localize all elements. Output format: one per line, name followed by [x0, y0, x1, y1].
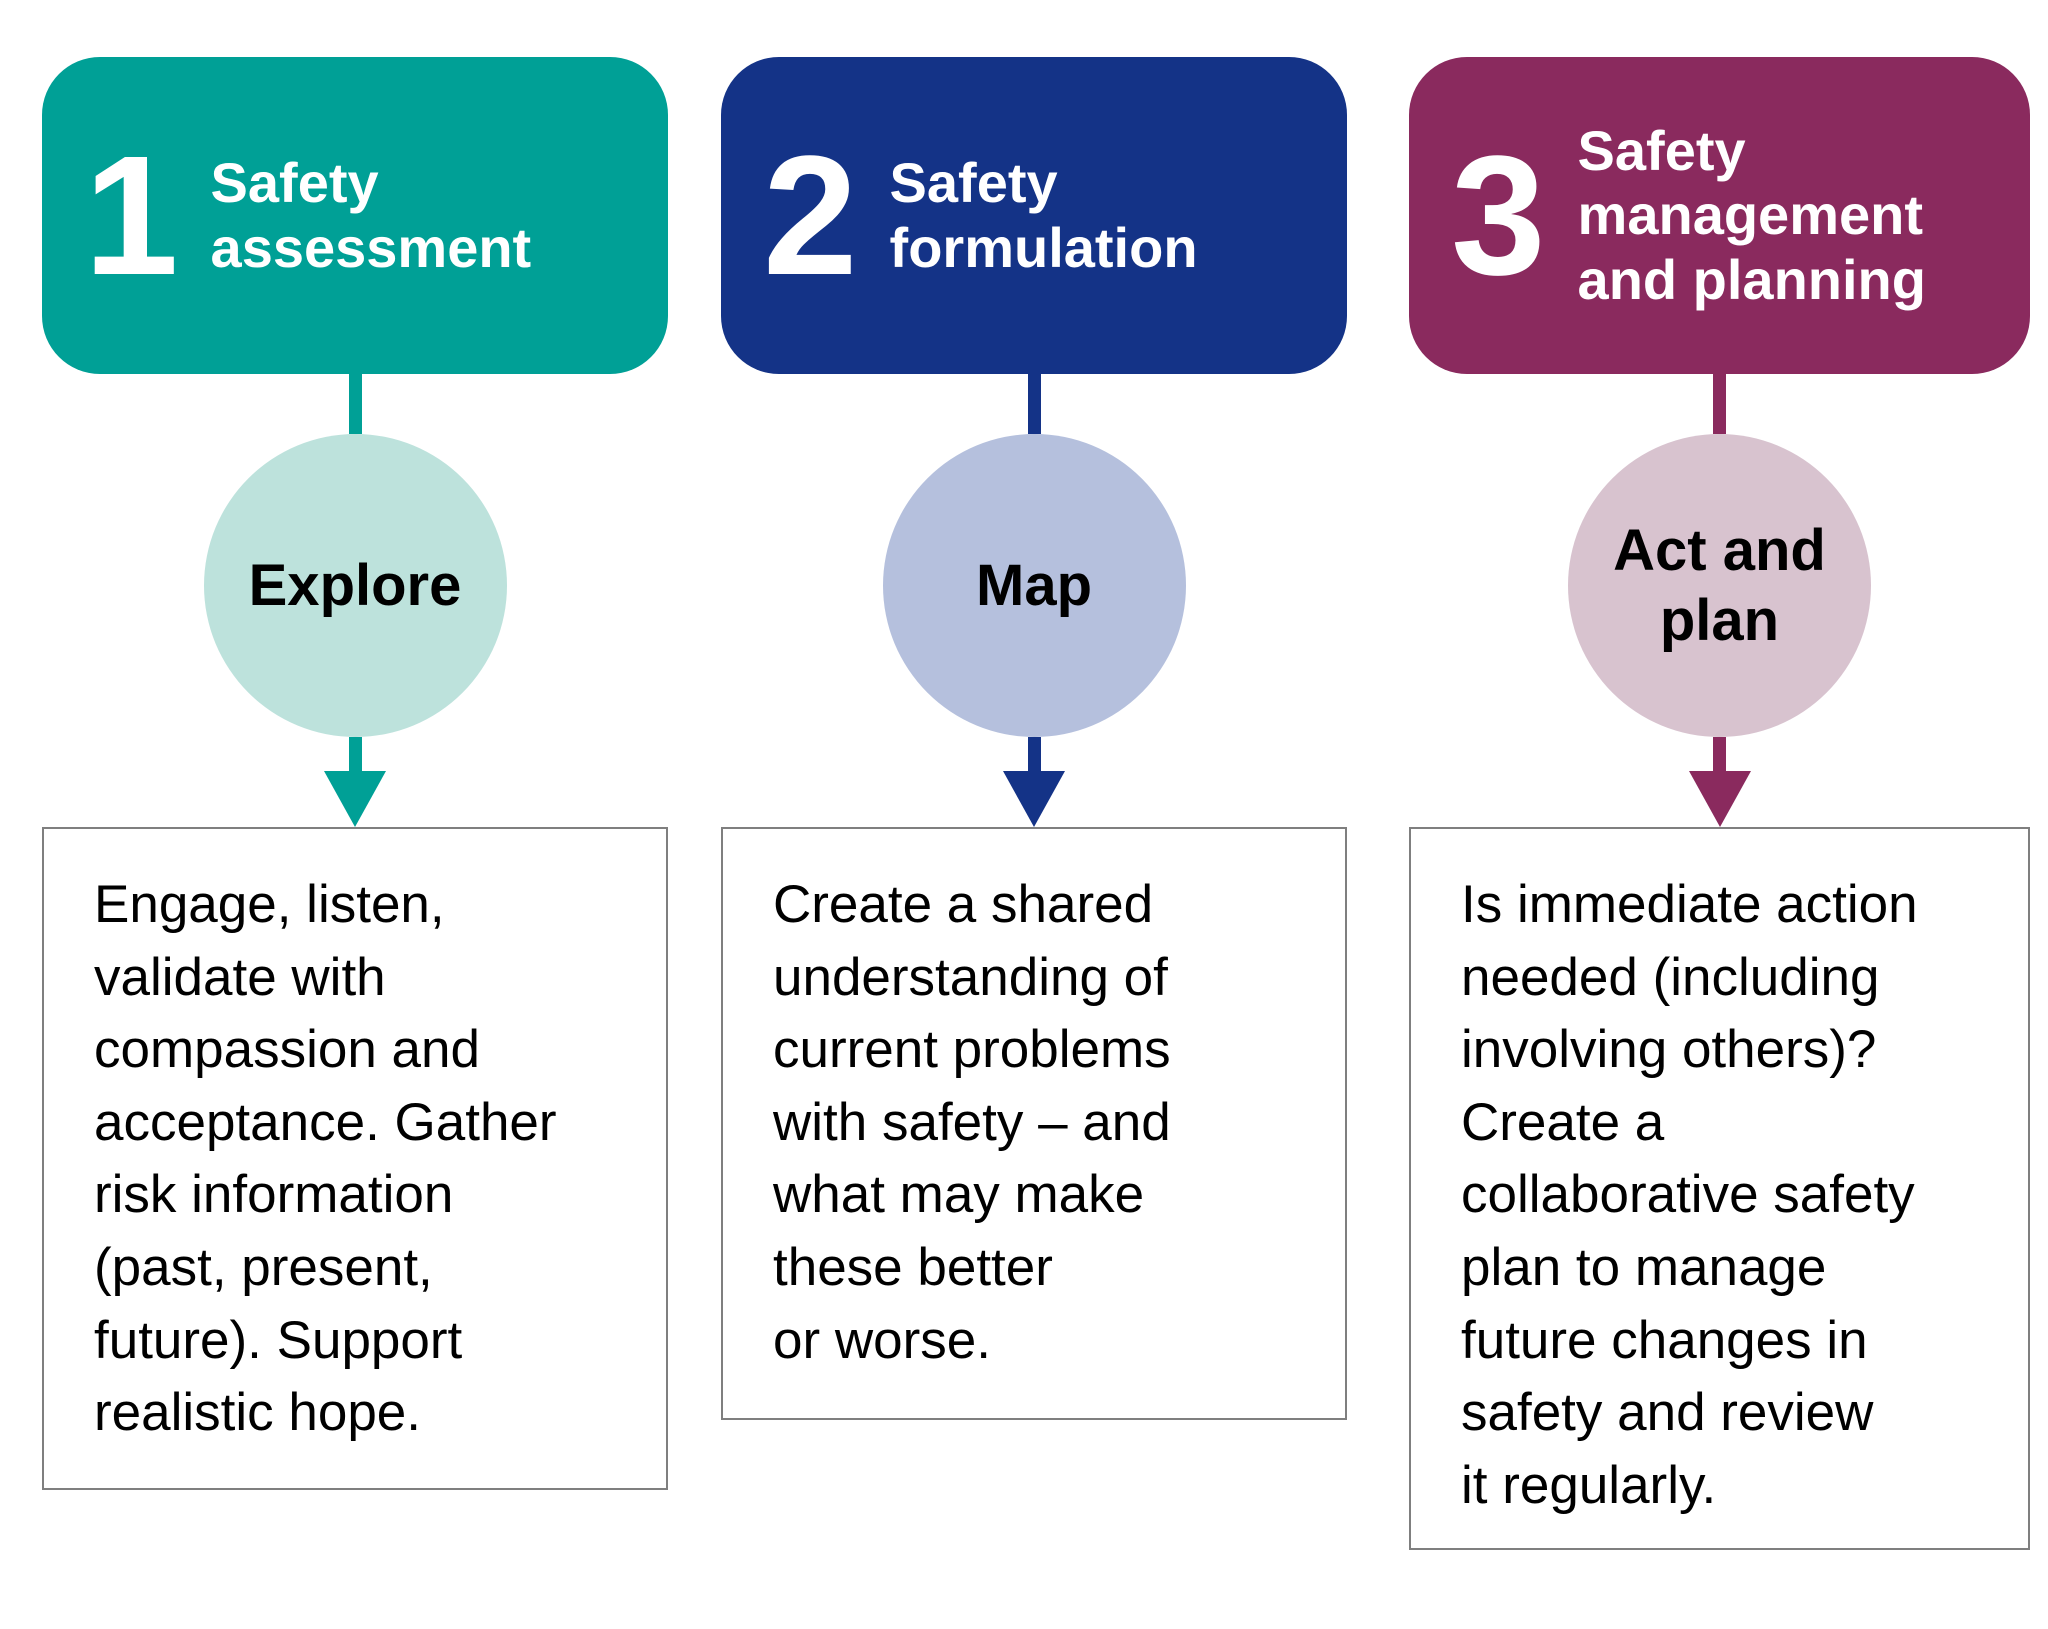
- arrow-stem: [1713, 737, 1726, 771]
- step-column-safety-management: 3 Safety management and planning Act and…: [1409, 57, 2030, 1550]
- stage-circle: Explore: [203, 434, 507, 737]
- connector-line: [1713, 374, 1726, 434]
- arrow-stem: [348, 737, 362, 771]
- stage-circle-label: Map: [976, 552, 1092, 618]
- connector-line: [1027, 374, 1041, 434]
- step-column-safety-formulation: 2 Safety formulation Map Create a shared…: [721, 57, 1347, 1420]
- step-description-box: Is immediate action needed (including in…: [1409, 827, 2030, 1550]
- step-number: 3: [1451, 120, 1546, 311]
- arrow-stem: [1027, 737, 1041, 771]
- connector-line: [348, 374, 362, 434]
- step-header: 3 Safety management and planning: [1409, 57, 2030, 374]
- step-description-box: Create a shared understanding of current…: [721, 827, 1347, 1420]
- step-title: Safety assessment: [210, 151, 532, 279]
- stage-circle: Act and plan: [1568, 434, 1871, 737]
- step-header: 1 Safety assessment: [42, 57, 668, 374]
- arrow-down-icon: [324, 771, 386, 827]
- step-title: Safety management and planning: [1577, 118, 1926, 311]
- step-description: Engage, listen, validate with compassion…: [94, 875, 557, 1443]
- step-title: Safety formulation: [889, 151, 1198, 279]
- stage-circle-label: Explore: [248, 552, 462, 618]
- step-description-box: Engage, listen, validate with compassion…: [42, 827, 668, 1490]
- step-column-safety-assessment: 1 Safety assessment Explore Engage, list…: [42, 57, 668, 1490]
- step-description: Is immediate action needed (including in…: [1461, 875, 1918, 1515]
- arrow-down-icon: [1688, 771, 1751, 827]
- stage-circle: Map: [882, 434, 1186, 737]
- arrow-down-icon: [1003, 771, 1065, 827]
- step-description: Create a shared understanding of current…: [773, 875, 1171, 1370]
- stage-circle-label: Act and plan: [1613, 517, 1826, 653]
- step-number: 2: [763, 120, 858, 311]
- step-number: 1: [84, 120, 179, 311]
- step-header: 2 Safety formulation: [721, 57, 1347, 374]
